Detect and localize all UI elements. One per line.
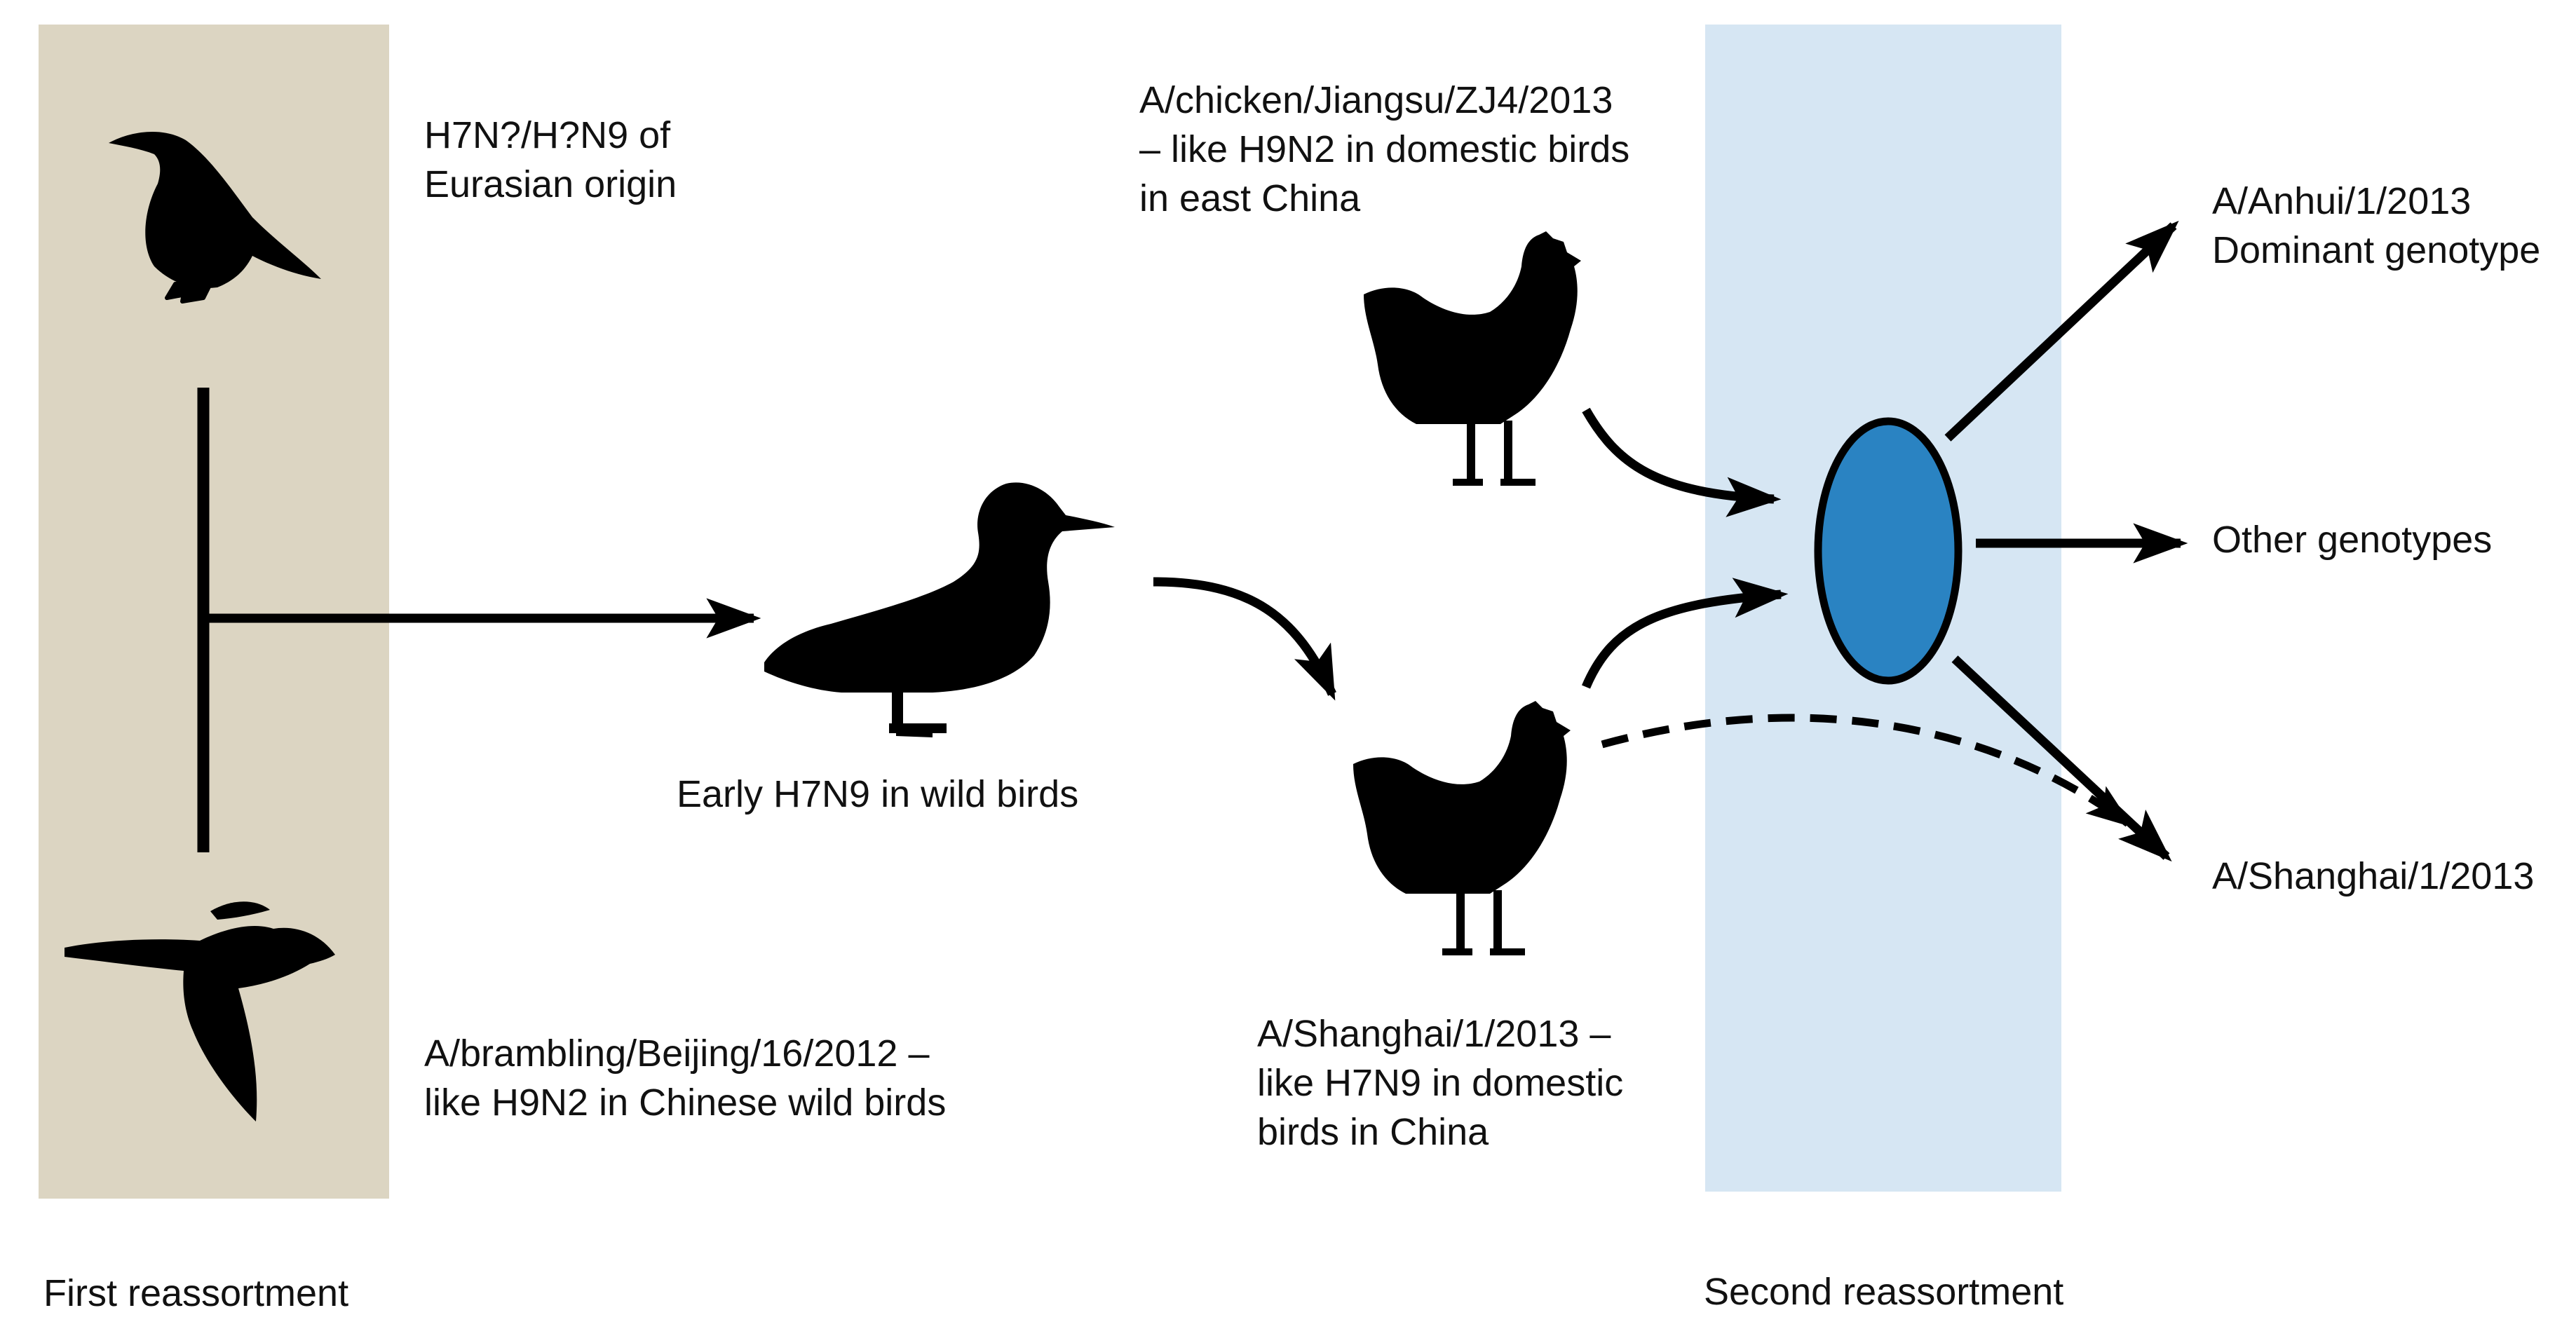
label-line: birds in China: [1257, 1111, 1489, 1153]
brambling-silhouette-icon: [65, 901, 335, 1122]
label-brambling: A/brambling/Beijing/16/2012 – like H9N2 …: [424, 1029, 946, 1127]
label-line: like H7N9 in domestic: [1257, 1062, 1624, 1104]
label-line: in east China: [1139, 177, 1361, 219]
label-line: Dominant genotype: [2212, 229, 2541, 271]
label-first-reassortment: First reassortment: [43, 1269, 348, 1318]
starling-silhouette-icon: [109, 132, 321, 304]
label-shanghai-out: A/Shanghai/1/2013: [2212, 852, 2534, 901]
label-eurasian-origin: H7N?/H?N9 of Eurasian origin: [424, 111, 677, 209]
label-line: – like H9N2 in domestic birds: [1139, 128, 1630, 170]
label-line: First reassortment: [43, 1272, 349, 1314]
label-line: Other genotypes: [2212, 519, 2493, 561]
label-shanghai-domestic: A/Shanghai/1/2013 – like H7N9 in domesti…: [1257, 1009, 1623, 1157]
label-line: Eurasian origin: [424, 163, 677, 205]
duck-silhouette-icon: [764, 482, 1115, 737]
label-early-h7n9: Early H7N9 in wild birds: [677, 770, 1078, 819]
label-line: like H9N2 in Chinese wild birds: [424, 1082, 947, 1124]
label-line: H7N?/H?N9 of: [424, 114, 671, 156]
label-line: A/chicken/Jiangsu/ZJ4/2013: [1139, 79, 1613, 121]
chicken-silhouette-icon: [1353, 701, 1571, 955]
label-line: A/Anhui/1/2013: [2212, 180, 2472, 222]
label-second-reassortment: Second reassortment: [1704, 1267, 2063, 1316]
label-other-genotypes: Other genotypes: [2212, 515, 2492, 564]
label-line: A/Shanghai/1/2013: [2212, 855, 2535, 897]
label-chicken-jiangsu: A/chicken/Jiangsu/ZJ4/2013 – like H9N2 i…: [1139, 76, 1629, 223]
label-line: Early H7N9 in wild birds: [677, 773, 1079, 815]
chicken-silhouette-icon: [1364, 231, 1581, 486]
label-line: A/Shanghai/1/2013 –: [1257, 1013, 1611, 1055]
label-anhui: A/Anhui/1/2013 Dominant genotype: [2212, 177, 2540, 275]
label-line: Second reassortment: [1704, 1271, 2064, 1313]
reassortment-node: [1814, 417, 1962, 685]
label-line: A/brambling/Beijing/16/2012 –: [424, 1032, 930, 1075]
